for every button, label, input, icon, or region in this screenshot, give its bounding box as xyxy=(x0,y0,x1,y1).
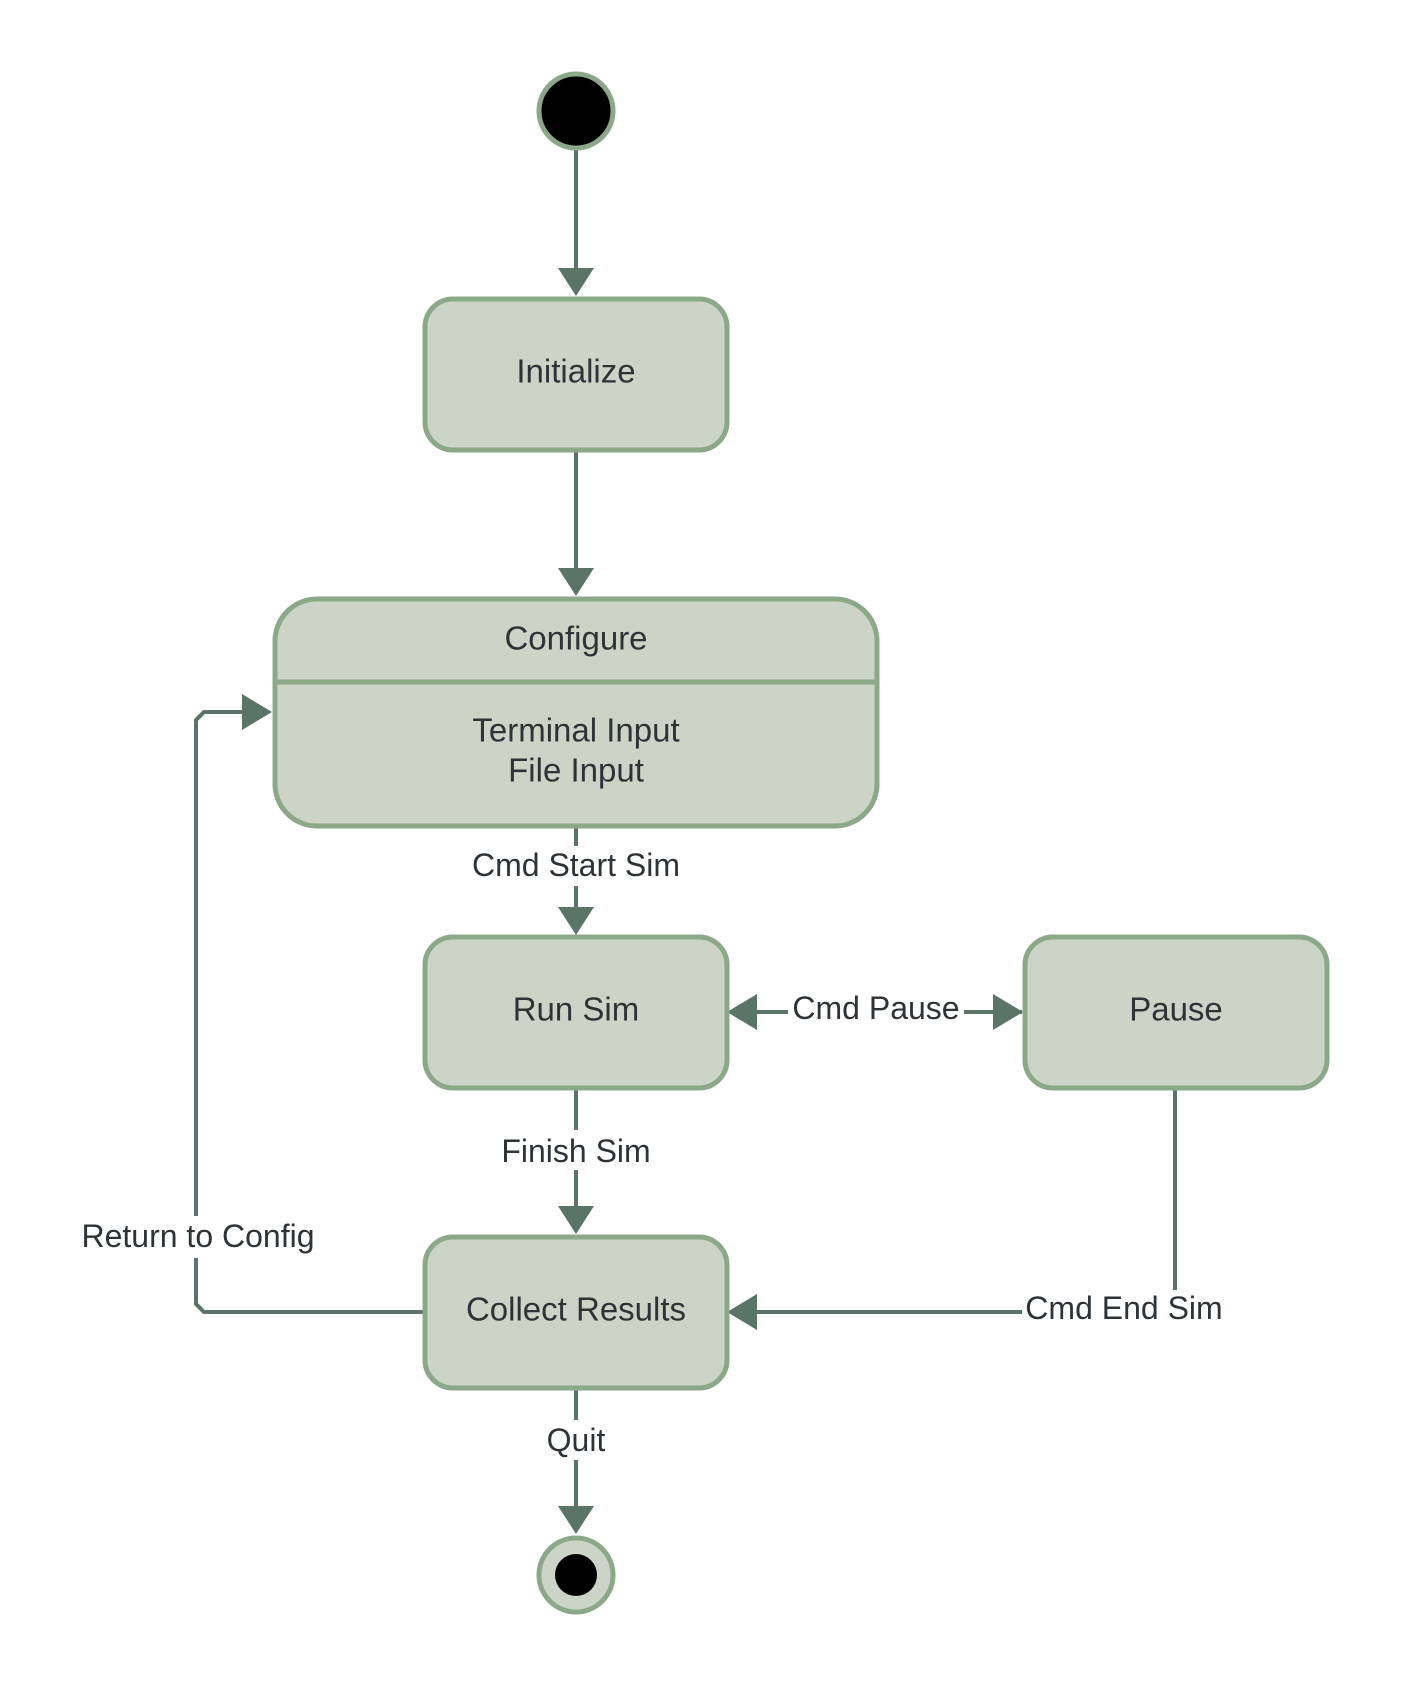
label-bg-return xyxy=(72,1216,324,1258)
arrowhead-configure xyxy=(558,568,594,596)
transition-label-pause: Cmd Pause xyxy=(792,990,959,1026)
state-configure-activity-terminal-input: Terminal Input xyxy=(472,712,679,749)
final-state-dot xyxy=(555,1554,597,1596)
state-initialize-box xyxy=(422,296,730,453)
state-run-sim-box xyxy=(422,934,730,1091)
arrowhead-initialize xyxy=(558,268,594,296)
transition-label-start-sim: Cmd Start Sim xyxy=(472,847,680,883)
edge-return-to-configure xyxy=(194,710,424,1314)
label-bg-start-sim xyxy=(462,846,690,886)
arrowhead-collect-from-pause xyxy=(727,1294,757,1330)
state-pause: Pause xyxy=(1022,934,1330,1091)
edge-pause-to-collect xyxy=(757,1090,1177,1314)
arrowhead-configure-return xyxy=(242,694,272,730)
state-initialize: Initialize xyxy=(422,296,730,453)
state-configure: Configure Terminal Input File Input xyxy=(272,596,880,829)
transition-label-finish-sim: Finish Sim xyxy=(501,1133,650,1169)
final-state xyxy=(536,1535,616,1615)
label-bg-quit xyxy=(536,1420,616,1460)
arrowhead-run-sim xyxy=(558,907,594,935)
state-configure-box xyxy=(272,596,880,829)
state-collect-results: Collect Results xyxy=(422,1234,730,1391)
label-bg-end-sim xyxy=(1022,1290,1222,1334)
state-configure-title: Configure xyxy=(504,620,647,657)
state-collect-results-box xyxy=(422,1234,730,1391)
state-initialize-label: Initialize xyxy=(516,353,635,390)
label-bg-pause xyxy=(788,990,964,1034)
label-bg-finish-sim xyxy=(490,1130,662,1170)
transition-label-return-to-config: Return to Config xyxy=(81,1218,314,1254)
state-collect-results-label: Collect Results xyxy=(466,1291,686,1328)
arrowhead-end xyxy=(558,1506,594,1534)
state-run-sim: Run Sim xyxy=(422,934,730,1091)
state-configure-activity-file-input: File Input xyxy=(508,752,644,789)
state-run-sim-label: Run Sim xyxy=(513,991,640,1028)
state-pause-box xyxy=(1022,934,1330,1091)
initial-state xyxy=(536,71,616,151)
transition-label-quit: Quit xyxy=(547,1422,606,1458)
state-pause-label: Pause xyxy=(1129,991,1223,1028)
transition-label-end-sim: Cmd End Sim xyxy=(1025,1290,1222,1326)
arrowhead-collect-from-run xyxy=(558,1206,594,1234)
arrowhead-to-run-sim xyxy=(727,994,757,1030)
arrowhead-to-pause xyxy=(993,994,1023,1030)
